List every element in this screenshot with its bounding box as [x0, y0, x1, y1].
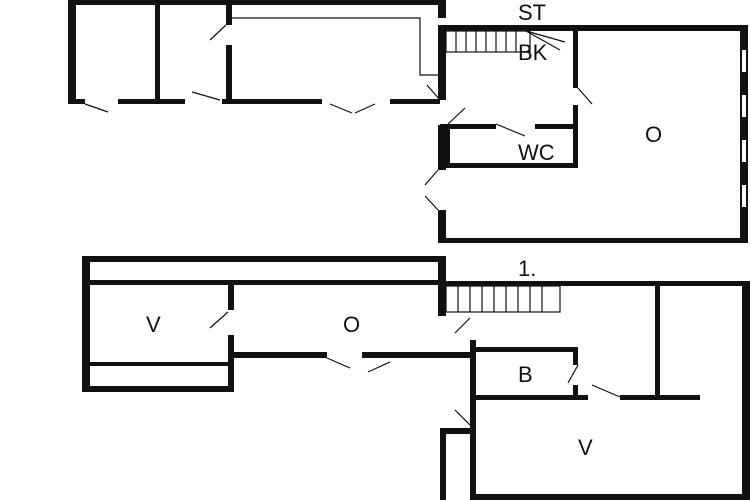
label-bedroom-left: V	[146, 312, 161, 337]
lower-stairs	[445, 285, 561, 313]
label-kitchen: BK	[518, 40, 548, 65]
label-living-upper: O	[645, 122, 662, 147]
label-living-lower: O	[343, 312, 360, 337]
upper-doors	[84, 24, 593, 211]
label-stairs: ST	[518, 0, 546, 25]
upper-floor: ST BK WC O	[68, 0, 748, 243]
label-bedroom-right: V	[578, 435, 593, 460]
label-toilet: WC	[518, 140, 555, 165]
upper-walls	[68, 0, 748, 243]
lower-doors	[209, 311, 621, 426]
lower-walls	[82, 256, 750, 500]
lower-floor: 1. V O B V	[82, 256, 750, 500]
upper-stairs	[445, 30, 566, 53]
label-floor-number: 1.	[518, 256, 536, 281]
label-bathroom: B	[518, 362, 533, 387]
